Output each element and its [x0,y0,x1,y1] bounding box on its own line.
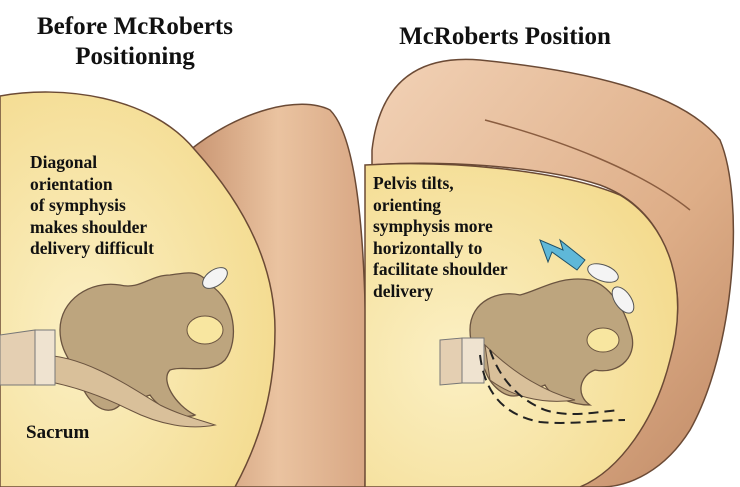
annotation-line: delivery [373,280,434,301]
right-title-line: McRoberts Position [399,23,611,50]
right-pelvis-bone [439,263,635,424]
left-pelvis-bone [0,267,235,428]
annotation-line: makes shoulder [30,216,148,237]
tilt-arrow-icon [539,238,586,271]
right-title: McRoberts Position [370,22,640,52]
right-annotation: Pelvis tilts, orienting symphysis more h… [373,173,508,302]
annotation-line: Diagonal [30,152,98,172]
right-thigh [371,58,735,487]
annotation-line: delivery difficult [30,238,154,258]
left-title: Before McRoberts Positioning [10,12,260,72]
annotation-line: Pelvis tilts, [373,173,454,193]
annotation-line: orienting [373,194,442,215]
annotation-line: symphysis more [373,216,493,236]
left-title-line: Positioning [75,43,195,70]
annotation-line: facilitate shoulder [373,259,508,279]
annotation-line: of symphysis [30,195,126,215]
annotation-line: horizontally to [373,237,483,258]
left-annotation: Diagonal orientation of symphysis makes … [30,152,154,260]
left-title-line: Before McRoberts [37,13,233,40]
annotation-line: orientation [30,173,113,194]
sacrum-label: Sacrum [26,422,90,443]
